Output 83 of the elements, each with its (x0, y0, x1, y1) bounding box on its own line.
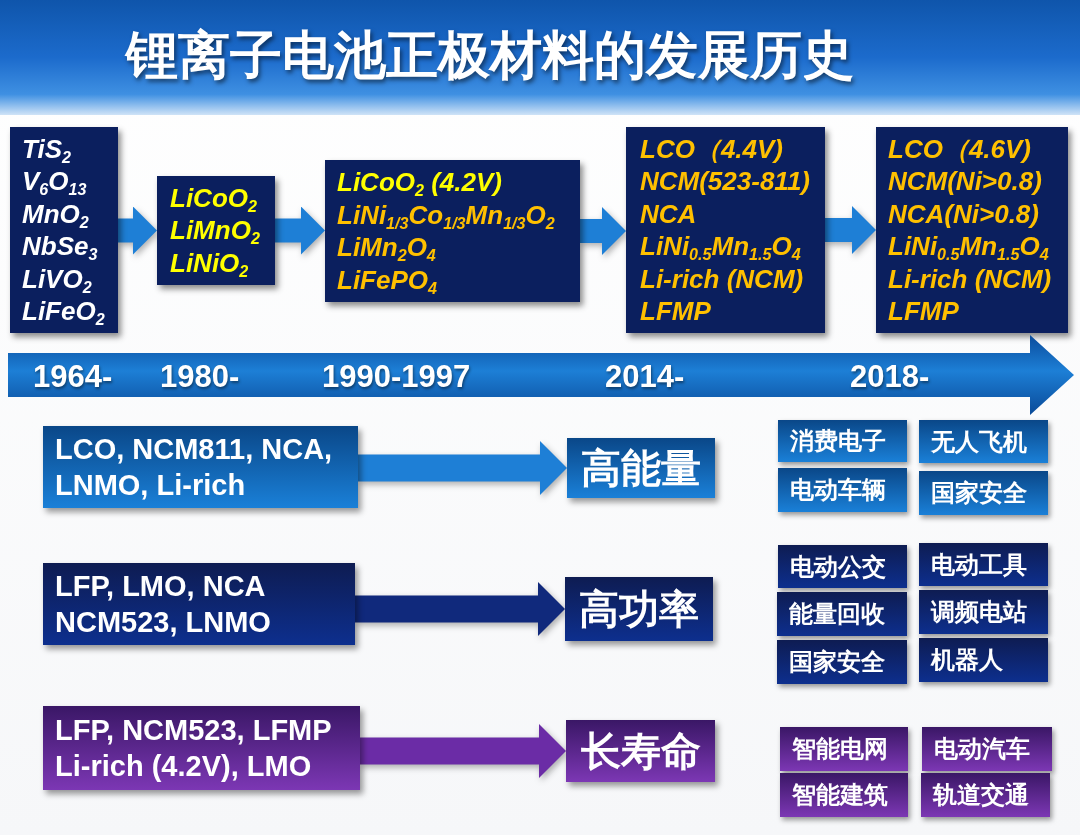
application-tag (778, 420, 907, 462)
formula-text: NbSe$_{3}$ (22, 230, 98, 263)
arrow (360, 724, 566, 778)
application-tag (919, 590, 1048, 634)
formula-text: LiVO$_{2}$ (22, 262, 92, 295)
application-text: 智能电网 (792, 734, 888, 764)
formula-text: NCM(Ni>0.8) (888, 165, 1042, 198)
property-text: 高能量 (581, 445, 701, 492)
application-text: 消费电子 (790, 426, 886, 456)
arrow (118, 206, 157, 255)
application-text: 电动车辆 (790, 475, 886, 505)
formula-text: LCO（4.6V) (888, 132, 1032, 165)
property-box (566, 720, 715, 782)
property-box (565, 577, 713, 641)
application-tag (780, 773, 908, 817)
arrow (580, 207, 626, 255)
application-text: 电动汽车 (934, 734, 1030, 764)
material-panel (43, 563, 355, 645)
application-text: 调频电站 (931, 597, 1027, 627)
formula-text: Li-rich (NCM) (888, 262, 1052, 295)
material-box (325, 160, 580, 302)
formula-text: LiFeO$_{2}$ (22, 295, 105, 328)
material-box (10, 127, 118, 333)
application-text: 电动公交 (790, 551, 886, 582)
year-label: 2018- (850, 358, 930, 396)
year-label: 1990-1997 (322, 358, 471, 396)
year-label: 1980- (160, 358, 240, 396)
application-text: 无人飞机 (931, 426, 1027, 457)
arrow (275, 206, 325, 255)
formula-text: Li-rich (NCM) (640, 262, 804, 295)
arrow (355, 582, 565, 636)
year-label: 1964- (33, 358, 113, 396)
application-text: 机器人 (931, 645, 1003, 675)
formula-text: LiNi$_{0.5}$Mn$_{1.5}$O$_{4}$ (888, 230, 1049, 263)
application-text: 电动工具 (931, 549, 1027, 580)
application-tag (780, 727, 908, 771)
application-tag (919, 638, 1048, 682)
application-text: 国家安全 (931, 478, 1027, 508)
application-tag (778, 468, 907, 512)
title-text: 锂离子电池正极材料的发展历史 (123, 25, 855, 86)
material-list-text: LCO, NCM811, NCA, LNMO, Li-rich (55, 432, 334, 503)
property-text: 高功率 (579, 586, 699, 633)
formula-text: NCA (640, 197, 697, 230)
application-text: 轨道交通 (933, 780, 1029, 810)
formula-text: LFMP (888, 295, 959, 328)
formula-text: LiMn$_{2}$O$_{4}$ (337, 231, 436, 264)
material-box (626, 127, 825, 333)
material-list-text: LFP, LMO, NCA NCM523, LNMO (55, 569, 272, 640)
formula-text: MnO$_{2}$ (22, 197, 89, 230)
formula-text: LiCoO$_{2}$ (170, 181, 257, 215)
formula-text: LFMP (640, 295, 711, 328)
application-tag (921, 773, 1050, 817)
application-tag (922, 727, 1052, 771)
material-panel (43, 706, 360, 790)
material-box (157, 176, 275, 285)
application-tag (777, 592, 907, 636)
formula-text: LCO（4.4V) (640, 132, 784, 165)
material-box (876, 127, 1068, 333)
formula-text: LiNi$_{0.5}$Mn$_{1.5}$O$_{4}$ (640, 230, 801, 263)
formula-text: TiS$_{2}$ (22, 132, 71, 165)
property-box (567, 438, 715, 498)
application-tag (919, 420, 1048, 463)
application-tag (919, 471, 1048, 515)
material-panel (43, 426, 358, 508)
formula-text: LiNi$_{1/3}$Co$_{1/3}$Mn$_{1/3}$O$_{2}$ (337, 198, 555, 231)
formula-text: NCA(Ni>0.8) (888, 197, 1039, 230)
formula-text: LiMnO$_{2}$ (170, 214, 260, 247)
material-list-text: LFP, NCM523, LFMP Li-rich (4.2V), LMO (55, 713, 333, 784)
application-text: 智能建筑 (792, 780, 888, 810)
application-tag (777, 640, 907, 684)
property-text: 长寿命 (580, 728, 701, 775)
application-tag (778, 545, 907, 588)
application-tag (919, 543, 1048, 586)
arrow (358, 441, 567, 495)
application-text: 能量回收 (789, 599, 885, 629)
formula-text: LiFePO$_{4}$ (337, 263, 437, 296)
formula-text: V$_{6}$O$_{13}$ (22, 165, 87, 198)
formula-text: LiCoO$_{2}$ (4.2V) (337, 166, 502, 199)
arrow (825, 206, 876, 254)
formula-text: LiNiO$_{2}$ (170, 246, 249, 280)
year-label: 2014- (605, 358, 685, 396)
formula-text: NCM(523-811) (640, 165, 810, 198)
application-text: 国家安全 (789, 647, 885, 677)
